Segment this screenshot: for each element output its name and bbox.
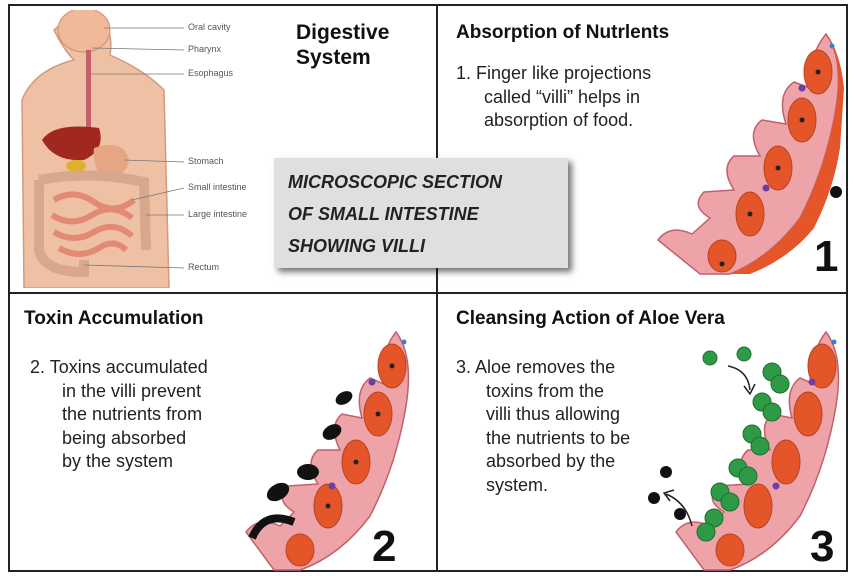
toxin-text-line2: in the villi prevent: [30, 380, 208, 404]
panel-number-1: 1: [814, 232, 838, 282]
digestive-system-title: Digestive System: [296, 20, 389, 70]
torso-illustration: [14, 10, 274, 288]
label-large-intestine: Large intestine: [188, 209, 247, 219]
callout-line3: SHOWING VILLI: [288, 236, 425, 257]
cleansing-text-line6: system.: [456, 474, 630, 498]
callout-line2: OF SMALL INTESTINE: [288, 204, 479, 225]
label-rectum: Rectum: [188, 262, 219, 272]
cleansing-text-line4: the nutrients to be: [456, 427, 630, 451]
toxin-text-line5: by the system: [30, 450, 208, 474]
toxin-text-line4: being absorbed: [30, 427, 208, 451]
toxin-text-line3: the nutrients from: [30, 403, 208, 427]
panel-number-2: 2: [372, 522, 396, 572]
digestive-system-illustration: Oral cavity Pharynx Esophagus Stomach Sm…: [14, 10, 274, 288]
label-pharynx: Pharynx: [188, 44, 221, 54]
absorption-text-line3: absorption of food.: [456, 109, 651, 133]
digestive-title-line2: System: [296, 45, 389, 70]
toxin-text: 2. Toxins accumulated in the villi preve…: [30, 356, 208, 474]
microscopic-section-callout: MICROSCOPIC SECTION OF SMALL INTESTINE S…: [274, 158, 568, 268]
cleansing-text-line2: toxins from the: [456, 380, 630, 404]
label-esophagus: Esophagus: [188, 68, 233, 78]
absorption-text-line1: 1. Finger like projections: [456, 62, 651, 86]
absorption-text: 1. Finger like projections called “villi…: [456, 62, 651, 133]
cleansing-text-line1: 3. Aloe removes the: [456, 356, 630, 380]
absorption-title: Absorption of Nutrlents: [456, 22, 669, 44]
toxin-text-line1: 2. Toxins accumulated: [30, 356, 208, 380]
callout-line1: MICROSCOPIC SECTION: [288, 172, 502, 193]
cleansing-text: 3. Aloe removes the toxins from the vill…: [456, 356, 630, 497]
horizontal-divider: [8, 292, 848, 294]
panel-number-3: 3: [810, 522, 834, 572]
toxin-title: Toxin Accumulation: [24, 308, 203, 330]
label-oral-cavity: Oral cavity: [188, 22, 231, 32]
vertical-divider: [436, 4, 438, 572]
label-small-intestine: Small intestine: [188, 182, 247, 192]
cleansing-text-line3: villi thus allowing: [456, 403, 630, 427]
cleansing-text-line5: absorbed by the: [456, 450, 630, 474]
absorption-text-line2: called “villi” helps in: [456, 86, 651, 110]
digestive-title-line1: Digestive: [296, 20, 389, 45]
label-stomach: Stomach: [188, 156, 224, 166]
